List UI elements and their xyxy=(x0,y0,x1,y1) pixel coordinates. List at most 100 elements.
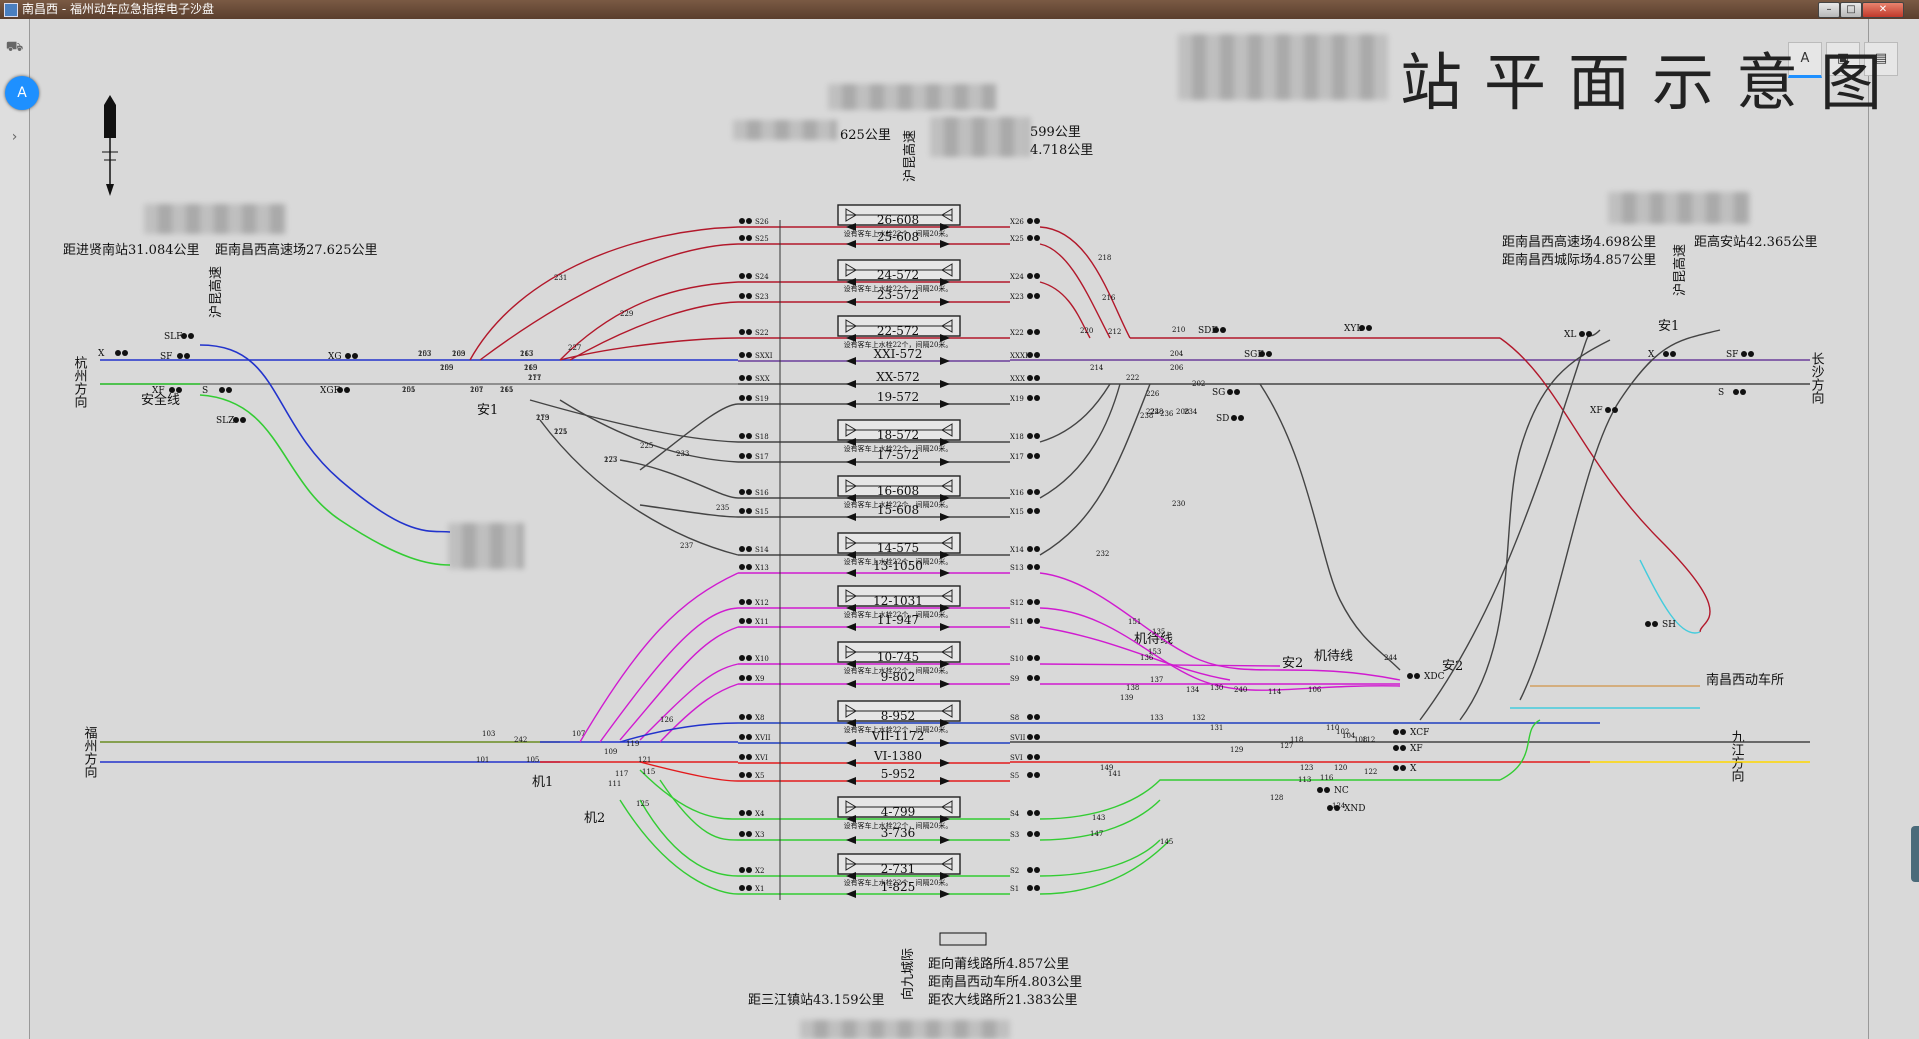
switch-number: 220 xyxy=(1080,327,1093,335)
image-icon[interactable]: ▣ xyxy=(1826,42,1860,76)
switch-number: 111 xyxy=(608,780,621,788)
left-signal[interactable]: S xyxy=(202,386,232,396)
signal-left[interactable]: X8 xyxy=(739,714,764,722)
signal-left[interactable]: S22 xyxy=(739,329,769,337)
signal-left[interactable]: X10 xyxy=(739,655,769,663)
signal-left[interactable]: S14 xyxy=(739,546,769,554)
train-icon[interactable]: ⛟ xyxy=(5,39,24,55)
signal-left[interactable]: X2 xyxy=(739,867,764,875)
signal-right[interactable]: X16 xyxy=(1010,489,1040,497)
lower-right-signal[interactable]: XCF xyxy=(1393,728,1429,738)
switch-number: 110 xyxy=(1326,724,1339,732)
signal-left[interactable]: S18 xyxy=(739,433,769,441)
signal-right[interactable]: S9 xyxy=(1010,675,1040,683)
signal-right[interactable]: X17 xyxy=(1010,453,1040,461)
signal-left[interactable]: XVII xyxy=(739,734,771,742)
signal-left[interactable]: S16 xyxy=(739,489,769,497)
right-signal[interactable]: SGF xyxy=(1244,350,1272,360)
signal-left[interactable]: S26 xyxy=(739,218,769,226)
signal-left[interactable]: X5 xyxy=(739,772,764,780)
signal-left[interactable]: X3 xyxy=(739,831,764,839)
signal-left[interactable]: X1 xyxy=(739,885,764,893)
lower-right-signal[interactable]: X xyxy=(1393,764,1417,774)
signal-right[interactable]: S12 xyxy=(1010,599,1040,607)
connecting-line xyxy=(1039,626,1231,681)
left-signal[interactable]: XG xyxy=(328,352,358,362)
right-signal[interactable]: SDF xyxy=(1198,326,1226,336)
close-button[interactable]: ✕ xyxy=(1862,2,1904,18)
minimize-button[interactable]: – xyxy=(1818,2,1840,18)
signal-right[interactable]: XXXI xyxy=(1010,352,1040,360)
platform-note: 设有客车上水栓22个，间隔20米。 xyxy=(844,610,953,619)
signal-left[interactable]: X11 xyxy=(739,618,769,626)
switch-number: 115 xyxy=(642,768,655,776)
signal-left[interactable]: S25 xyxy=(739,235,769,243)
signal-right[interactable]: S5 xyxy=(1010,772,1040,780)
signal-left[interactable]: SXX xyxy=(739,375,770,383)
lower-right-signal[interactable]: SH xyxy=(1645,620,1676,630)
signal-right[interactable]: S3 xyxy=(1010,831,1040,839)
signal-left[interactable]: S15 xyxy=(739,508,769,516)
signal-left[interactable]: X12 xyxy=(739,599,769,607)
document-icon[interactable]: ▤ xyxy=(1864,42,1898,76)
signal-right[interactable]: X19 xyxy=(1010,395,1040,403)
signal-right[interactable]: X26 xyxy=(1010,218,1040,226)
signal-right[interactable]: X25 xyxy=(1010,235,1040,243)
signal-right[interactable]: S10 xyxy=(1010,655,1040,663)
signal-right[interactable]: X14 xyxy=(1010,546,1040,554)
signal-right[interactable]: S11 xyxy=(1010,618,1040,626)
signal-right[interactable]: S13 xyxy=(1010,564,1040,572)
right-signal[interactable]: XF xyxy=(1590,406,1618,416)
right-signal[interactable]: XYL xyxy=(1344,324,1372,334)
signal-left[interactable]: S24 xyxy=(739,273,769,281)
signal-right[interactable]: X22 xyxy=(1010,329,1040,337)
signal-right[interactable]: XXX xyxy=(1010,375,1040,383)
a-letter-icon[interactable]: A xyxy=(5,76,39,110)
platform xyxy=(837,475,961,497)
chevron-right-icon[interactable]: › xyxy=(11,129,18,145)
side-handle[interactable] xyxy=(1911,826,1919,882)
signal-right[interactable]: SVII xyxy=(1010,734,1040,742)
left-signal[interactable]: SLZ xyxy=(216,416,246,426)
left-signal[interactable]: XGF xyxy=(320,386,350,396)
signal-right[interactable]: SVI xyxy=(1010,754,1040,762)
lower-right-signal[interactable]: NC xyxy=(1317,786,1349,796)
a-letter-icon[interactable]: A xyxy=(1788,42,1822,78)
signal-right[interactable]: S4 xyxy=(1010,810,1040,818)
signal-right[interactable]: X23 xyxy=(1010,293,1040,301)
right-signal[interactable]: SD xyxy=(1216,414,1244,424)
signal-right[interactable]: S2 xyxy=(1010,867,1040,875)
right-signal[interactable]: SF xyxy=(1726,350,1754,360)
signal-left[interactable]: S23 xyxy=(739,293,769,301)
left-signal[interactable]: SLF xyxy=(164,332,194,342)
signal-right[interactable]: X15 xyxy=(1010,508,1040,516)
signal-right[interactable]: S8 xyxy=(1010,714,1040,722)
maximize-button[interactable]: □ xyxy=(1840,2,1862,18)
signal-left[interactable]: X13 xyxy=(739,564,769,572)
right-signal[interactable]: SG xyxy=(1212,388,1240,398)
connecting-line xyxy=(199,394,451,566)
signal-left[interactable]: XVI xyxy=(739,754,768,762)
left-signal[interactable]: XF xyxy=(152,386,182,396)
signal-left[interactable]: S17 xyxy=(739,453,769,461)
lower-right-signal[interactable]: XND xyxy=(1327,804,1366,814)
connecting-line xyxy=(1039,572,1401,681)
signal-right[interactable]: X24 xyxy=(1010,273,1040,281)
svg-text:X3: X3 xyxy=(755,831,764,839)
signal-left[interactable]: X9 xyxy=(739,675,764,683)
right-signal[interactable]: XL xyxy=(1564,330,1592,340)
signal-left[interactable]: SXXI xyxy=(739,352,773,360)
left-signal[interactable]: X xyxy=(98,349,128,359)
signal-right[interactable]: S1 xyxy=(1010,885,1040,893)
lower-right-signal[interactable]: XDC xyxy=(1407,672,1445,682)
svg-text:XYL: XYL xyxy=(1344,324,1362,334)
lower-right-signal[interactable]: XF xyxy=(1393,744,1423,754)
signal-left[interactable]: X4 xyxy=(739,810,765,818)
left-signal[interactable]: SF xyxy=(160,352,190,362)
right-signal[interactable]: X xyxy=(1648,350,1676,360)
right-signal[interactable]: S xyxy=(1718,388,1746,398)
signal-right[interactable]: X18 xyxy=(1010,433,1040,441)
track-label: 12-1031 xyxy=(873,594,923,608)
signal-left[interactable]: S19 xyxy=(739,395,769,403)
platform-note: 设有客车上水栓22个，间隔20米。 xyxy=(844,500,953,509)
